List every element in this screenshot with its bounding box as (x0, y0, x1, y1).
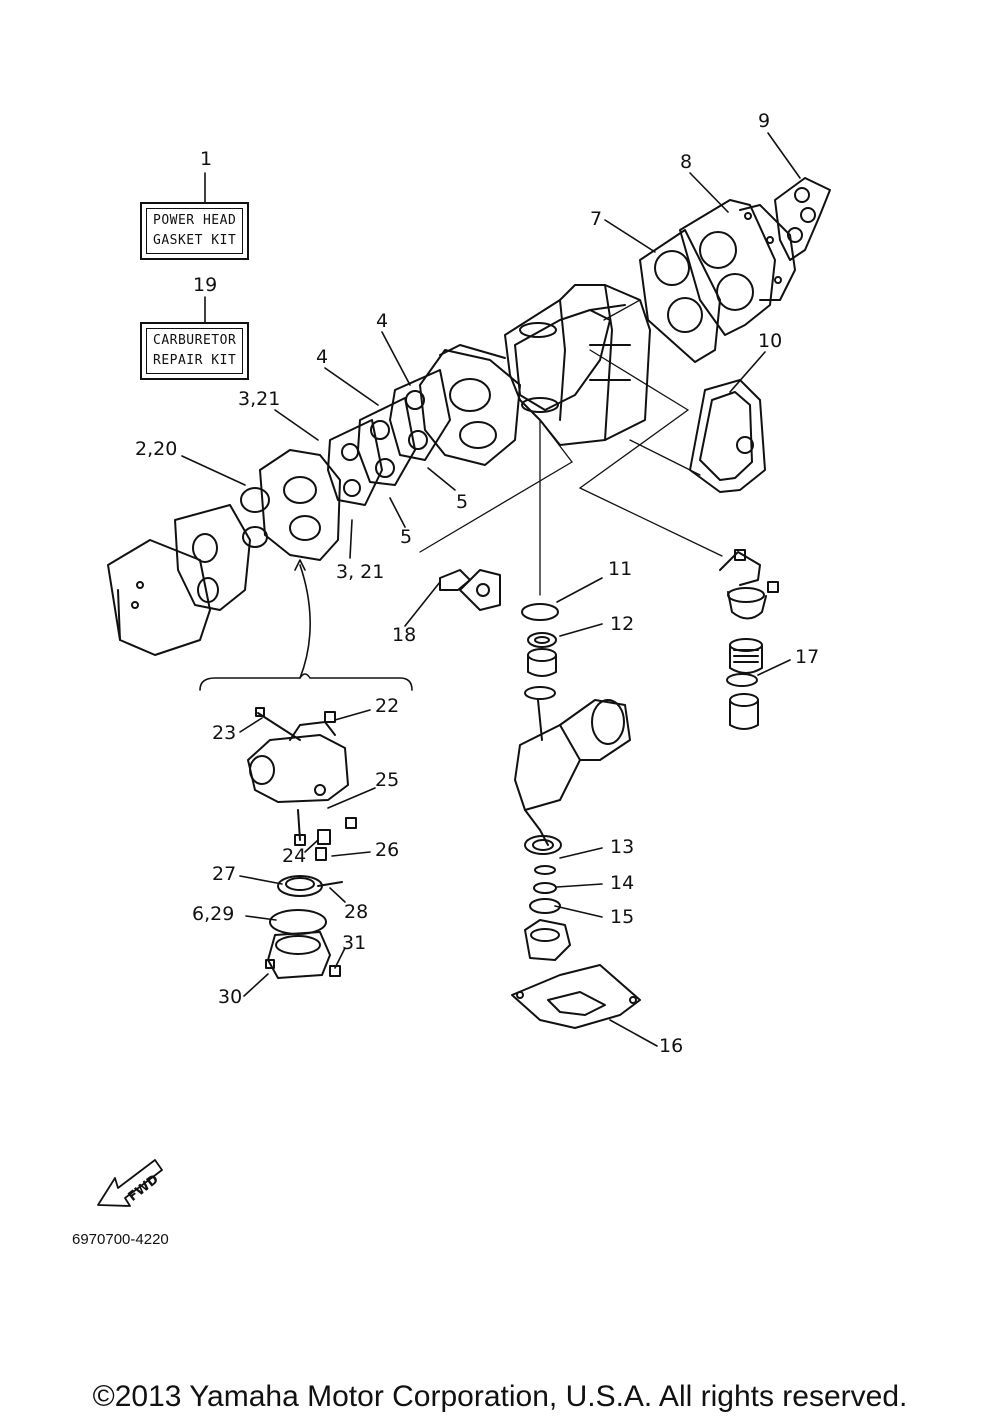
carburetor-kit-line2: REPAIR KIT (153, 353, 237, 368)
callout-3-21a: 3,21 (238, 388, 281, 410)
callout-11: 11 (608, 558, 633, 580)
copyright-notice: ©2013 Yamaha Motor Corporation, U.S.A. A… (92, 1380, 908, 1413)
forward-arrow-icon (97, 1159, 163, 1207)
fwd-label: FWD (126, 1172, 162, 1205)
callout-31: 31 (342, 932, 367, 954)
intake-manifold (419, 344, 521, 466)
lower-housing (524, 919, 571, 961)
silencer-gasket (174, 504, 251, 611)
callout-17: 17 (795, 646, 820, 668)
intake-plate (439, 569, 501, 611)
needle-valve (315, 817, 357, 861)
cylinder-head (679, 199, 796, 336)
bearing-13 (524, 835, 562, 875)
callout-28: 28 (344, 901, 369, 923)
reed-valve-gaskets (327, 369, 451, 506)
cylinder-head-gasket (639, 229, 721, 363)
callout-8: 8 (680, 151, 693, 173)
diagram-part-code: 6970700-4220 (72, 1231, 169, 1248)
callout-4b: 4 (316, 346, 329, 368)
head-cover-gasket (774, 177, 831, 261)
carb-screws (255, 707, 336, 846)
callout-5b: 5 (400, 526, 413, 548)
power-head-gasket-kit-box: POWER HEAD GASKET KIT (140, 202, 250, 260)
callout-23: 23 (212, 722, 237, 744)
callout-13: 13 (610, 836, 635, 858)
callout-15: 15 (610, 906, 635, 928)
callout-25: 25 (375, 769, 400, 791)
group-bracket (199, 673, 413, 691)
assembly-arrow (299, 564, 311, 679)
callout-22: 22 (375, 695, 400, 717)
intake-body (240, 449, 341, 561)
callout-18: 18 (392, 624, 417, 646)
callout-10: 10 (758, 330, 783, 352)
oil-seal-11 (521, 603, 559, 621)
callout-2-20: 2,20 (135, 438, 178, 460)
callout-6-29: 6,29 (192, 903, 235, 925)
callout-1: 1 (200, 148, 213, 170)
callout-3-21b: 3, 21 (336, 561, 385, 583)
callout-9: 9 (758, 110, 771, 132)
cylinder-block (504, 284, 651, 446)
callout-12: 12 (610, 613, 635, 635)
crankshaft (514, 699, 631, 846)
leader-lines (181, 132, 801, 1047)
callout-30: 30 (218, 986, 243, 1008)
callout-26: 26 (375, 839, 400, 861)
base-gasket-16 (511, 964, 641, 1029)
float-chamber (265, 875, 343, 979)
callout-14: 14 (610, 872, 635, 894)
carburetor-repair-kit-box: CARBURETOR REPAIR KIT (140, 322, 250, 380)
callout-24: 24 (282, 845, 307, 867)
callout-4a: 4 (376, 310, 389, 332)
callout-7: 7 (590, 208, 603, 230)
callout-27: 27 (212, 863, 237, 885)
assembly-lines (419, 299, 723, 596)
power-head-kit-line1: POWER HEAD (153, 213, 237, 228)
callout-19: 19 (193, 274, 218, 296)
callout-5a: 5 (456, 491, 469, 513)
carburetor-body (247, 721, 349, 803)
seal-14-15 (529, 882, 561, 914)
carburetor-kit-line1: CARBURETOR (153, 333, 237, 348)
fuel-filter (719, 549, 779, 730)
silencer-cover (107, 539, 211, 656)
bearing-12 (524, 632, 557, 700)
callout-16: 16 (659, 1035, 684, 1057)
power-head-kit-line2: GASKET KIT (153, 233, 237, 248)
exhaust-cover-gasket (689, 379, 766, 493)
